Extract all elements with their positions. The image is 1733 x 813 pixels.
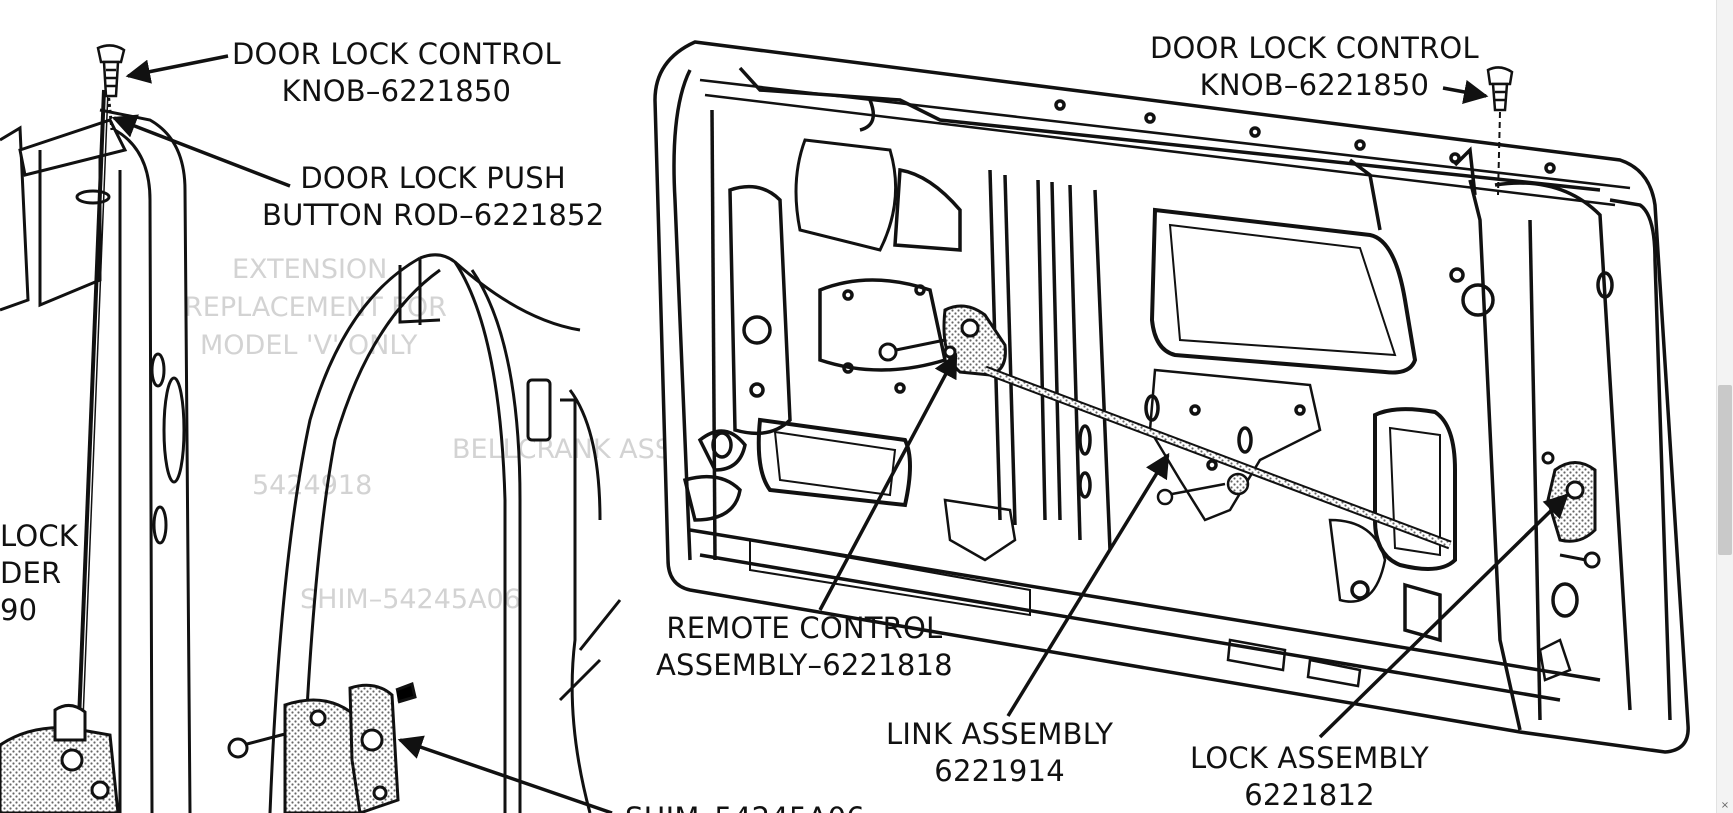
ghost-text-replacement: REPLACEMENT FOR xyxy=(184,292,447,323)
callout-knob-left-line1: DOOR LOCK CONTROL xyxy=(232,37,561,71)
arrow-rod xyxy=(111,114,291,188)
callout-rod: DOOR LOCK PUSH BUTTON ROD–6221852 xyxy=(262,160,604,234)
callout-knob-right-line1: DOOR LOCK CONTROL xyxy=(1150,31,1479,65)
callout-knob-left: DOOR LOCK CONTROL KNOB–6221850 xyxy=(232,36,561,110)
callout-rod-line2: BUTTON ROD–6221852 xyxy=(262,198,605,232)
bellcrank-assembly xyxy=(227,681,417,813)
callout-knob-right: DOOR LOCK CONTROL KNOB–6221850 xyxy=(1150,30,1479,104)
callout-cylinder-line2: DER xyxy=(0,556,62,590)
callout-remote-control-line2: ASSEMBLY–6221818 xyxy=(656,648,953,682)
link-assembly-rod xyxy=(983,365,1452,550)
door-lock-push-button-rod xyxy=(76,89,114,746)
inner-door-shell xyxy=(268,253,622,813)
arrow-knob-left xyxy=(125,54,229,84)
ghost-text-extension: EXTENSION xyxy=(232,254,388,285)
callout-knob-left-line2: KNOB–6221850 xyxy=(281,74,512,108)
ghost-text-shim: SHIM–54245A06 xyxy=(300,584,521,615)
callout-shim-partial: SHIM–54245A06 xyxy=(625,800,865,813)
callout-link-line2: 6221914 xyxy=(934,754,1065,788)
callout-cylinder-line1: LOCK xyxy=(0,519,79,553)
callout-remote-control: REMOTE CONTROL ASSEMBLY–6221818 xyxy=(656,610,953,684)
arrow-shim xyxy=(397,735,613,813)
callout-lock-assembly-line1: LOCK ASSEMBLY xyxy=(1190,741,1429,775)
callout-lock-assembly: LOCK ASSEMBLY 6221812 xyxy=(1190,740,1429,813)
callout-shim-line1: SHIM–54245A06 xyxy=(625,800,865,813)
callout-remote-control-line1: REMOTE CONTROL xyxy=(666,611,943,645)
knob-right-guide xyxy=(1497,111,1501,196)
knob-left-icon xyxy=(96,44,126,98)
lock-assembly xyxy=(1541,451,1601,569)
arrow-remote-control xyxy=(818,352,958,611)
arrow-link xyxy=(1006,452,1170,717)
callout-rod-line1: DOOR LOCK PUSH xyxy=(300,161,566,195)
lock-cylinder-stippled xyxy=(0,704,120,813)
scrollbar-corner-icon: × xyxy=(1720,800,1730,811)
ghost-text-bellcrank-number: 5424918 xyxy=(252,470,373,501)
remote-control-assembly xyxy=(878,304,1007,377)
callout-link: LINK ASSEMBLY 6221914 xyxy=(886,716,1113,790)
knob-right-icon xyxy=(1486,66,1514,112)
door-edge-panel xyxy=(0,108,192,813)
arrow-knob-right xyxy=(1442,79,1489,105)
callout-knob-right-line2: KNOB–6221850 xyxy=(1199,68,1430,102)
arrow-lock-assembly xyxy=(1318,493,1569,739)
callout-cylinder-partial: LOCK DER 90 xyxy=(0,518,78,629)
callout-link-line1: LINK ASSEMBLY xyxy=(886,717,1114,751)
door-inner-panel xyxy=(653,40,1690,754)
callout-cylinder-line3: 90 xyxy=(0,593,38,627)
callout-lock-assembly-line2: 6221812 xyxy=(1244,778,1375,812)
scrollbar-thumb[interactable] xyxy=(1718,385,1732,555)
vertical-scrollbar[interactable]: × xyxy=(1716,0,1733,813)
callout-arrows xyxy=(111,54,1569,813)
